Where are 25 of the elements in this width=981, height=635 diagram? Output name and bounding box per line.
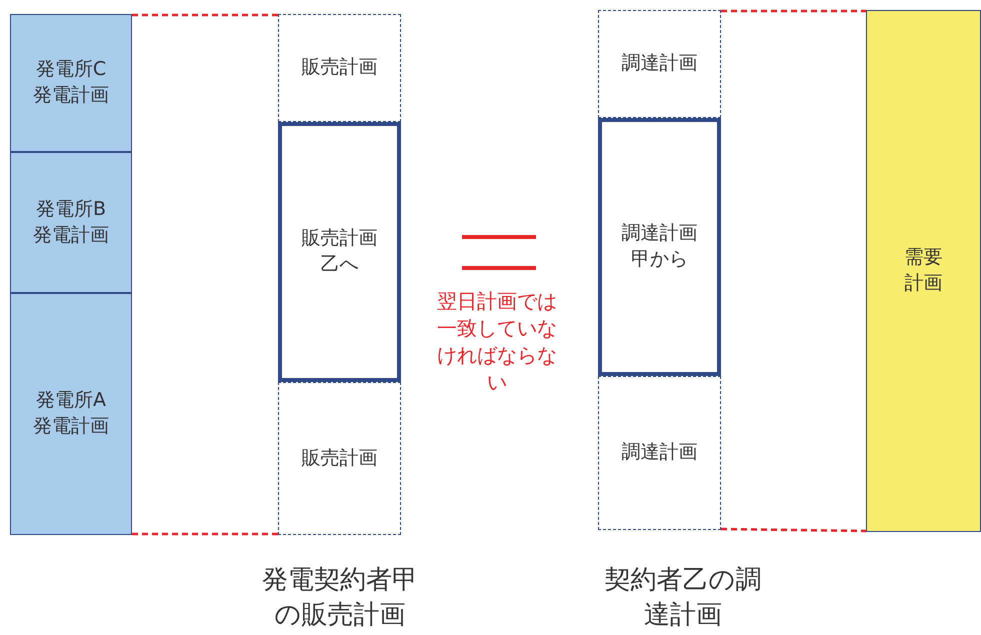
plan-label: 発電所A発電計画 bbox=[32, 388, 110, 439]
plan-box bbox=[10, 293, 132, 535]
connector-line bbox=[132, 532, 278, 536]
dashed-plan-box bbox=[598, 376, 721, 530]
plan-label: 需要計画 bbox=[903, 245, 944, 296]
plan-label: 販売計画 bbox=[300, 55, 378, 80]
plan-box bbox=[10, 152, 132, 293]
dashed-plan-box bbox=[278, 382, 401, 535]
plan-box bbox=[278, 122, 401, 382]
plan-label: 発電所C発電計画 bbox=[32, 57, 110, 108]
plan-label: 調達計画 bbox=[620, 51, 698, 76]
plan-label: 発電所B発電計画 bbox=[32, 196, 110, 248]
note-text: 翌日計画では一致していなければならない bbox=[436, 288, 558, 396]
connector-line bbox=[132, 14, 278, 16]
plan-box bbox=[866, 10, 981, 532]
plan-label: 販売計画 bbox=[300, 446, 378, 471]
caption-text: 契約者乙の調達計画 bbox=[604, 564, 762, 632]
plan-label: 調達計画甲から bbox=[620, 221, 698, 272]
plan-box bbox=[598, 118, 721, 376]
caption-text: 発電契約者甲の販売計画 bbox=[261, 564, 419, 632]
plan-label: 調達計画 bbox=[620, 440, 698, 466]
connector-line bbox=[721, 10, 866, 12]
connector-line bbox=[720, 528, 866, 532]
plan-box bbox=[10, 14, 132, 152]
plan-label: 販売計画乙へ bbox=[300, 226, 378, 277]
